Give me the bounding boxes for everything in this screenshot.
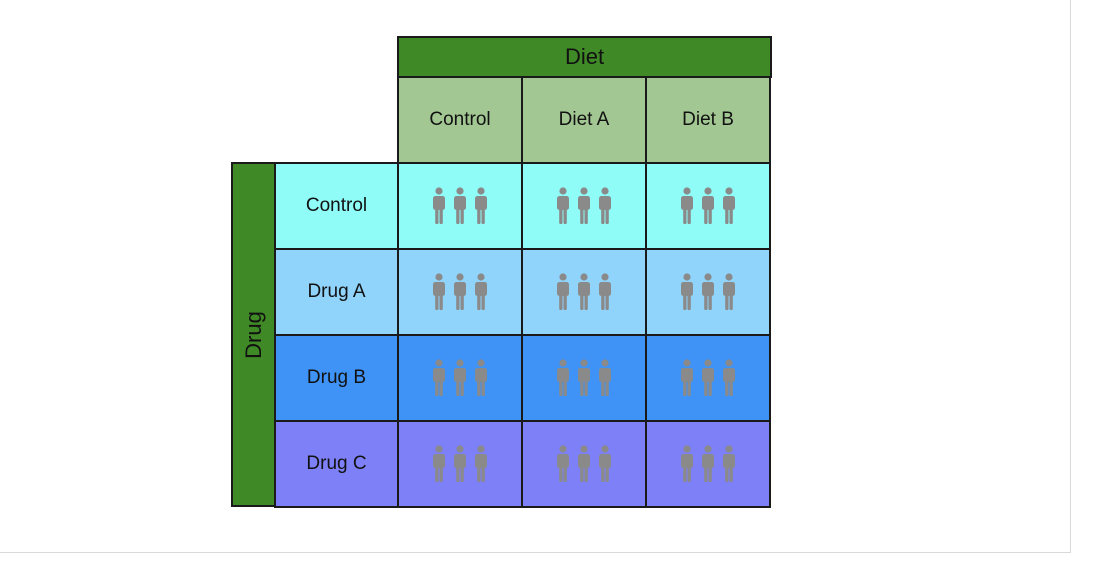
column-header-diet-a: Diet A xyxy=(521,76,647,164)
person-icon xyxy=(702,273,714,310)
row-header-drug-b: Drug B xyxy=(274,334,399,422)
person-icon xyxy=(578,187,590,224)
person-icon xyxy=(578,445,590,482)
person-icon xyxy=(599,187,611,224)
people-group xyxy=(431,273,489,311)
group-cell xyxy=(397,420,523,508)
person-icon xyxy=(475,273,487,310)
row-header-label: Drug A xyxy=(307,281,366,302)
person-icon xyxy=(454,445,466,482)
group-cell xyxy=(645,248,771,336)
row-header-drug-c: Drug C xyxy=(274,420,399,508)
figure-frame: Diet Control Diet A Diet B Drug Control … xyxy=(0,0,1071,553)
row-header-label: Control xyxy=(305,195,368,216)
person-icon xyxy=(578,359,590,396)
column-header-label: Control xyxy=(429,109,491,130)
people-group xyxy=(679,359,737,397)
group-cell xyxy=(645,162,771,250)
column-header-label: Diet B xyxy=(682,109,734,130)
people-group xyxy=(431,359,489,397)
group-cell xyxy=(521,334,647,422)
row-header-drug-a: Drug A xyxy=(274,248,399,336)
column-header-control: Control xyxy=(397,76,523,164)
person-icon xyxy=(454,187,466,224)
people-group xyxy=(431,187,489,225)
people-group xyxy=(679,187,737,225)
row-header-control: Control xyxy=(274,162,399,250)
row-header-label: Drug C xyxy=(306,453,367,474)
person-icon xyxy=(681,445,693,482)
person-icon xyxy=(681,359,693,396)
person-icon xyxy=(433,273,445,310)
person-icon xyxy=(557,445,569,482)
people-group xyxy=(555,273,613,311)
group-cell xyxy=(397,334,523,422)
person-icon xyxy=(433,359,445,396)
people-group xyxy=(679,273,737,311)
person-icon xyxy=(557,273,569,310)
drug-factor-label: Drug xyxy=(240,310,266,359)
people-group xyxy=(555,187,613,225)
person-icon xyxy=(578,273,590,310)
group-cell xyxy=(521,162,647,250)
group-cell xyxy=(645,420,771,508)
person-icon xyxy=(723,445,735,482)
people-group xyxy=(431,445,489,483)
person-icon xyxy=(702,359,714,396)
person-icon xyxy=(433,187,445,224)
person-icon xyxy=(475,187,487,224)
group-cell xyxy=(397,248,523,336)
person-icon xyxy=(599,445,611,482)
person-icon xyxy=(702,445,714,482)
person-icon xyxy=(557,187,569,224)
person-icon xyxy=(599,273,611,310)
row-header-label: Drug B xyxy=(306,367,367,388)
person-icon xyxy=(599,359,611,396)
people-group xyxy=(555,445,613,483)
person-icon xyxy=(681,187,693,224)
diet-factor-label: Diet xyxy=(564,44,605,69)
person-icon xyxy=(454,359,466,396)
people-group xyxy=(679,445,737,483)
person-icon xyxy=(475,359,487,396)
group-cell xyxy=(397,162,523,250)
person-icon xyxy=(681,273,693,310)
person-icon xyxy=(702,187,714,224)
diet-factor-header: Diet xyxy=(397,36,772,78)
drug-factor-header: Drug xyxy=(231,162,276,507)
group-cell xyxy=(521,420,647,508)
person-icon xyxy=(723,273,735,310)
column-header-label: Diet A xyxy=(558,109,610,130)
person-icon xyxy=(454,273,466,310)
people-group xyxy=(555,359,613,397)
person-icon xyxy=(723,187,735,224)
person-icon xyxy=(723,359,735,396)
column-header-diet-b: Diet B xyxy=(645,76,771,164)
group-cell xyxy=(521,248,647,336)
group-cell xyxy=(645,334,771,422)
person-icon xyxy=(557,359,569,396)
person-icon xyxy=(475,445,487,482)
person-icon xyxy=(433,445,445,482)
